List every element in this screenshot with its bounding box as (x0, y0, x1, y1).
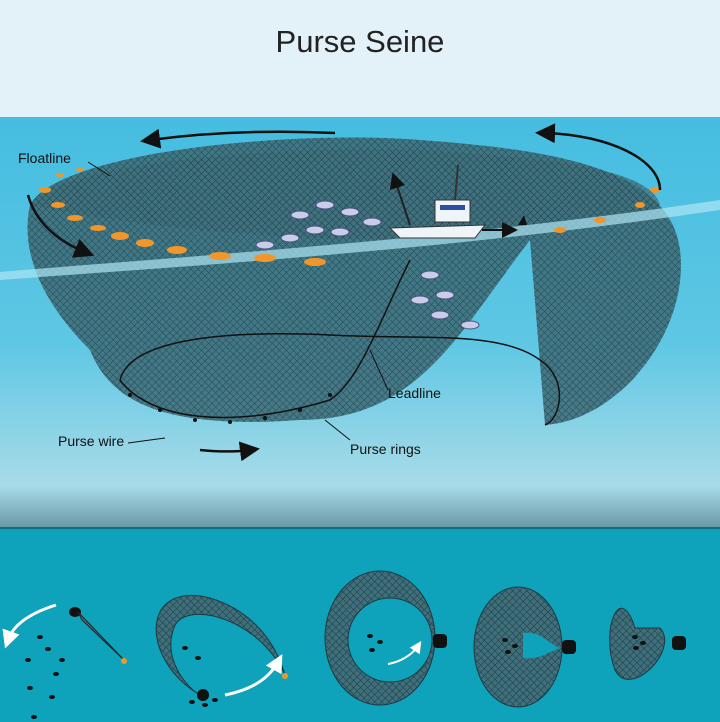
title-band: Purse Seine (0, 0, 720, 117)
label-pointers (87, 161, 389, 444)
diagram-title: Purse Seine (275, 24, 445, 59)
water-surface (0, 200, 720, 280)
label-floatline: Floatline (18, 150, 71, 166)
fish-school (255, 200, 480, 330)
setting-step-3 (324, 570, 447, 706)
label-leadline: Leadline (388, 385, 441, 401)
purse-rings (128, 393, 332, 424)
label-purse-wire: Purse wire (58, 433, 125, 449)
setting-step-4 (473, 586, 576, 708)
seine-net (27, 137, 681, 426)
setting-step-1 (2, 603, 127, 719)
floatline-floats (39, 168, 660, 266)
direction-arrows (26, 123, 662, 462)
label-purse-rings: Purse rings (350, 441, 421, 457)
setting-step-2 (155, 595, 288, 707)
fishing-boat (388, 164, 527, 239)
setting-step-5 (609, 607, 686, 680)
